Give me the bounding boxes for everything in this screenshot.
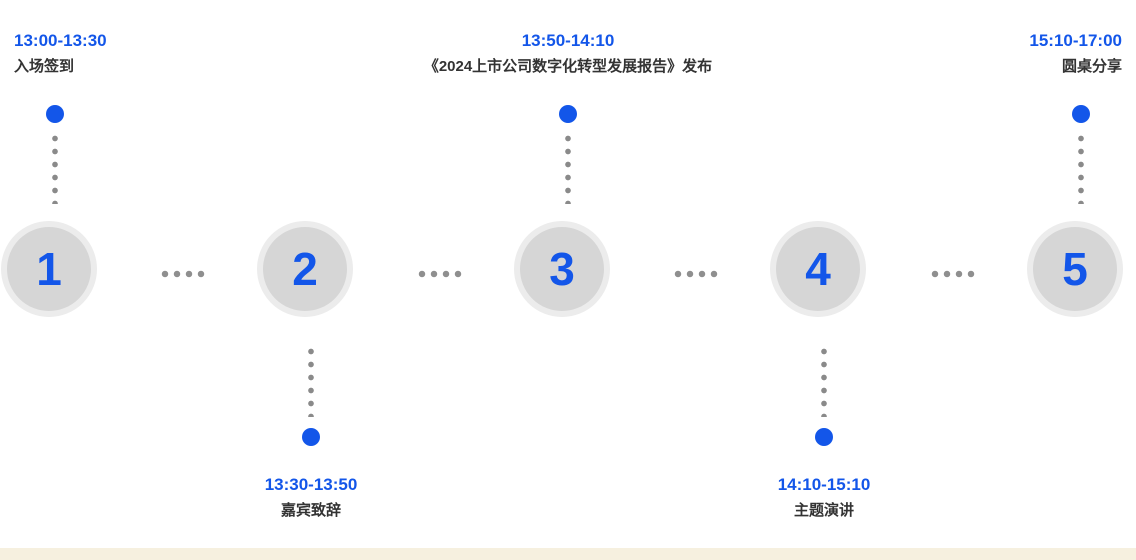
event-marker-dot-1 — [46, 105, 64, 123]
step-number-5: 5 — [1062, 243, 1088, 295]
event-time-4: 14:10-15:10 — [777, 475, 871, 494]
event-title-1: 入场签到 — [14, 58, 75, 76]
vertical-dotted-line-3 — [564, 132, 572, 204]
step-circle-3: 3 — [514, 221, 610, 317]
event-title-3: 《2024上市公司数字化转型发展报告》发布 — [423, 58, 713, 76]
event-title-4: 主题演讲 — [793, 502, 854, 520]
vertical-dotted-line-5 — [1077, 132, 1085, 204]
event-time-5: 15:10-17:00 — [1029, 31, 1122, 50]
horizontal-dotted-connector-1 — [159, 270, 207, 278]
event-title-5: 圆桌分享 — [1061, 58, 1122, 76]
step-circle-1: 1 — [1, 221, 97, 317]
event-time-3: 13:50-14:10 — [521, 31, 615, 50]
event-label-5: 15:10-17:00 圆桌分享 — [1029, 30, 1122, 77]
event-time-1: 13:00-13:30 — [14, 31, 107, 50]
event-marker-dot-3 — [559, 105, 577, 123]
event-label-4: 14:10-15:10 主题演讲 — [674, 474, 974, 521]
step-number-1: 1 — [36, 243, 62, 295]
vertical-dotted-line-2 — [307, 345, 315, 417]
event-label-3: 13:50-14:10 《2024上市公司数字化转型发展报告》发布 — [318, 30, 818, 77]
event-time-2: 13:30-13:50 — [264, 475, 358, 494]
step-number-4: 4 — [805, 243, 831, 295]
event-label-2: 13:30-13:50 嘉宾致辞 — [161, 474, 461, 521]
step-number-2: 2 — [292, 243, 318, 295]
horizontal-dotted-connector-2 — [416, 270, 464, 278]
horizontal-dotted-connector-3 — [672, 270, 720, 278]
bottom-strip — [0, 548, 1136, 560]
step-circle-4: 4 — [770, 221, 866, 317]
step-number-3: 3 — [549, 243, 575, 295]
event-title-2: 嘉宾致辞 — [280, 502, 341, 520]
horizontal-dotted-connector-4 — [929, 270, 977, 278]
event-marker-dot-5 — [1072, 105, 1090, 123]
event-marker-dot-4 — [815, 428, 833, 446]
vertical-dotted-line-4 — [820, 345, 828, 417]
vertical-dotted-line-1 — [51, 132, 59, 204]
event-marker-dot-2 — [302, 428, 320, 446]
event-label-1: 13:00-13:30 入场签到 — [14, 30, 107, 77]
step-circle-5: 5 — [1027, 221, 1123, 317]
step-circle-2: 2 — [257, 221, 353, 317]
